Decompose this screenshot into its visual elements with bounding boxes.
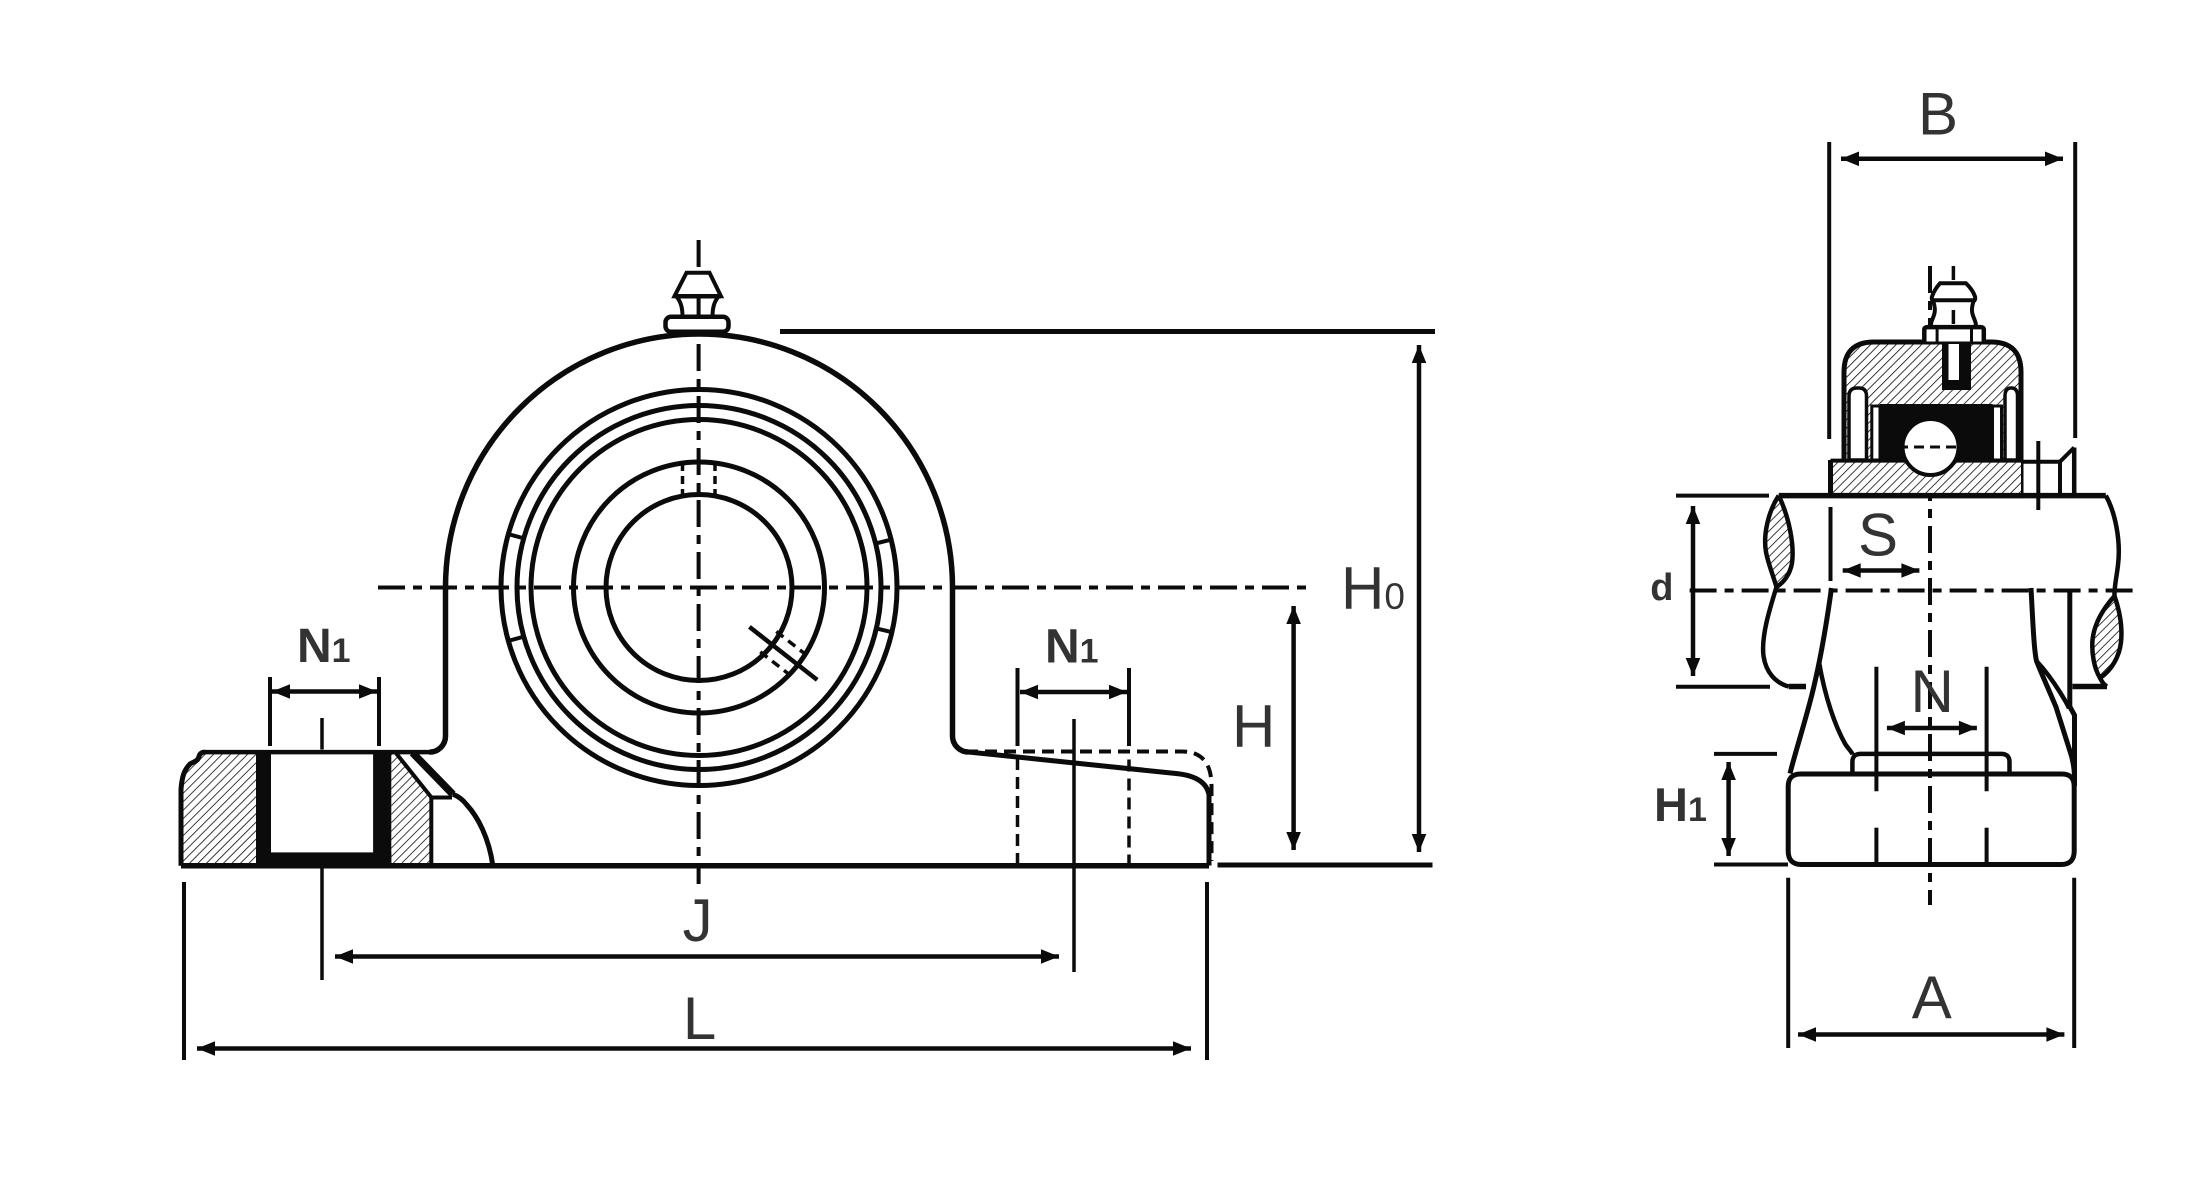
- outer-ring-inner-circle: [528, 417, 870, 758]
- label-n1-left: N1: [297, 620, 351, 673]
- label-n: N: [1911, 658, 1954, 725]
- inner-ring-outer-circle: [571, 459, 827, 716]
- side-view: [1676, 142, 2137, 1048]
- label-h0: H0: [1341, 555, 1405, 622]
- dim-n1-right: [1015, 668, 1131, 746]
- dim-b: [1827, 142, 2078, 439]
- label-j: J: [683, 887, 713, 954]
- front-housing-dome: [429, 331, 969, 755]
- front-view: [178, 240, 1435, 1060]
- dim-a: [1786, 877, 2077, 1048]
- front-grease-fitting: [663, 270, 731, 335]
- seat-ticks: [507, 532, 893, 643]
- dim-s: [1828, 507, 1920, 581]
- label-a: A: [1912, 964, 1952, 1031]
- label-h: H: [1232, 693, 1275, 760]
- dim-l: [182, 882, 1209, 1060]
- label-d: d: [1650, 567, 1673, 609]
- set-screw-angled: [748, 625, 819, 682]
- outer-ring-outer-circle: [514, 403, 884, 772]
- front-view-labels: N1 N1 H H0 J L: [297, 555, 1405, 1052]
- side-shaft: [1760, 492, 2124, 690]
- label-h1: H1: [1654, 778, 1707, 831]
- shaft-bore-circle: [603, 492, 795, 683]
- front-right-foot: [966, 749, 1214, 866]
- front-bearing-circles: [498, 387, 900, 788]
- label-s: S: [1858, 502, 1898, 569]
- label-b: B: [1918, 81, 1958, 148]
- front-centerlines: [378, 240, 1306, 884]
- front-bolt-centerlines: [320, 718, 1076, 980]
- dim-d: [1676, 493, 1770, 689]
- side-base: [1785, 666, 2077, 867]
- side-pillar: [1787, 587, 2077, 786]
- side-view-labels: B S d N H1 A: [1650, 81, 1958, 1032]
- label-n1-right: N1: [1045, 621, 1099, 674]
- side-inner-ring: [1828, 404, 2077, 510]
- dim-h0: [780, 329, 1435, 868]
- front-left-foot-section: [178, 749, 496, 866]
- dim-h1: [1714, 751, 1788, 867]
- housing-seat-outer-circle: [498, 387, 900, 788]
- label-l: L: [683, 985, 716, 1052]
- set-screw-top: [680, 463, 717, 497]
- dim-j: [335, 949, 1059, 964]
- dim-n1-left: [268, 677, 381, 746]
- dim-n: [1886, 720, 1977, 736]
- dim-h: [1286, 606, 1301, 850]
- side-grease-fitting: [1922, 281, 1987, 342]
